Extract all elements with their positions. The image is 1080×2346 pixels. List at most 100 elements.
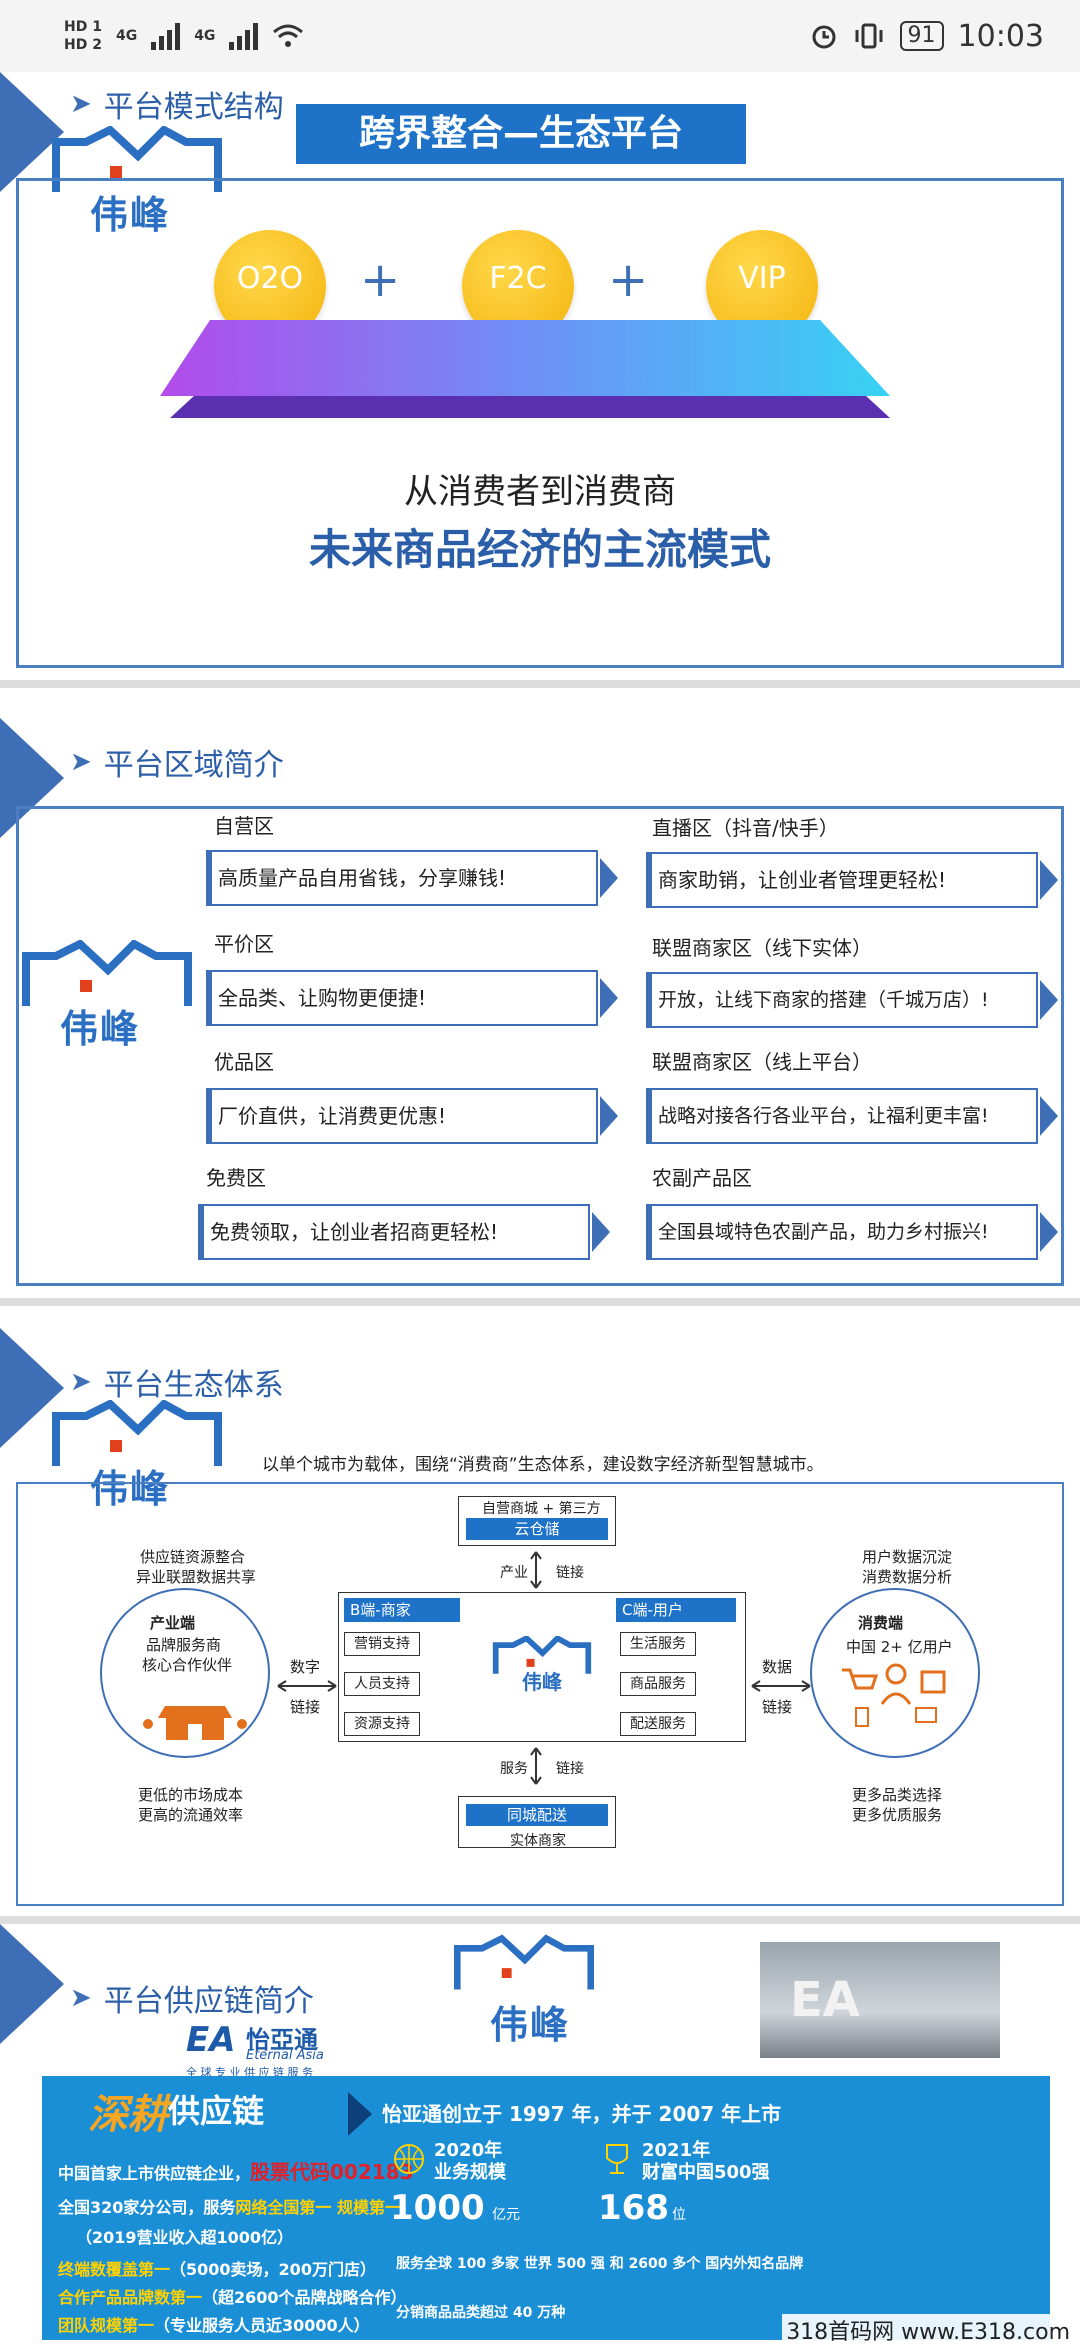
bullet-categories: 分销商品品类超过 40 万种 [396,2305,566,2321]
link-label: 链接 [556,1565,584,1581]
net2-label: 4G [194,28,216,44]
ring-line: 中国 2+ 亿用户 [846,1638,953,1656]
note: 更多品类选择 [852,1786,943,1804]
kpi1-label: 业务规模 [434,2162,506,2183]
note: 供应链资源整合 [140,1548,246,1566]
battery-icon: 91 [899,21,944,51]
content-frame [16,806,1064,1286]
signal-icon [151,22,181,50]
b-chip: 营销支持 [344,1632,420,1656]
kpi2-year: 2021年 [642,2140,711,2161]
arrow-right-icon: ➤ [70,747,92,777]
zone-arrow [600,1096,618,1136]
link-label: 数字 [290,1658,321,1676]
c-chip: 配送服务 [620,1712,696,1736]
line2b: 网络全国第一 规模第一 [235,2198,401,2217]
note: 更低的市场成本 [138,1786,244,1804]
trophy-icon [606,2144,628,2174]
line2a: 全国320家分公司，服务 [58,2198,236,2217]
arrow-right-icon: ➤ [70,1983,92,2013]
signal-icon-2 [229,22,259,50]
sim-indicators: HD 1 HD 2 [64,18,102,54]
stock-code: 股票代码002183 [250,2160,414,2184]
status-right: 91 10:03 [810,19,1044,54]
zone-box: 厂价直供，让消费更优惠! [206,1088,598,1144]
corner-triangle [0,718,64,838]
b-chip: 人员支持 [344,1672,420,1696]
ea-name: 怡亞通 [246,2026,318,2054]
zone-label: 优品区 [214,1050,274,1074]
weifeng-logo: 伟峰 [52,126,222,237]
box-head: 自营商城 + 第三方 [482,1501,601,1517]
logo-text: 伟峰 [490,2003,571,2047]
logo-text: 伟峰 [90,1467,171,1511]
banner: 跨界整合—生态平台 [296,104,746,164]
box-foot: 实体商家 [510,1833,566,1849]
line4b: （5000卖场，200万门店） [170,2260,376,2279]
ecosystem-intro: 以单个城市为载体，围绕“消费商”生态体系，建设数字经济新型智慧城市。 [262,1455,824,1475]
line6a: 团队规模第一 [58,2316,155,2335]
local-delivery-bar: 同城配送 [466,1804,608,1826]
zone-label: 免费区 [206,1166,266,1190]
note: 更高的流通效率 [138,1806,244,1824]
c-chip: 商品服务 [620,1672,696,1696]
line6b: （专业服务人员近30000人） [154,2316,370,2335]
clock: 10:03 [957,18,1044,54]
zone-box: 全品类、让购物更便捷! [206,970,598,1026]
line1a: 中国首家上市供应链企业， [58,2164,251,2183]
zone-box: 商家助销，让创业者管理更轻松! [646,852,1038,908]
zone-arrow [1040,860,1058,900]
zone-arrow [1040,1096,1058,1136]
link-label: 数据 [762,1658,793,1676]
zone-label: 直播区（抖音/快手） [652,816,839,840]
headline: 怡亚通创立于 1997 年，并于 2007 年上市 [382,2102,782,2126]
arrow-right-icon: ➤ [70,1367,92,1397]
watermark: 318首码网 www.E318.com [782,2314,1074,2346]
net1-label: 4G [115,28,138,44]
ea-slogan: 全 球 专 业 供 应 链 服 务 [186,2066,313,2079]
content-frame [16,1482,1064,1906]
center-logo-text: 伟峰 [522,1670,562,1694]
status-bar: HD 1 HD 2 4G 4G 91 10:03 [0,0,1080,72]
weifeng-logo: 伟峰 [454,1934,594,2047]
section-title: ➤ 平台区域简介 [70,740,284,784]
zone-label: 平价区 [214,932,274,956]
alarm-icon [812,25,836,49]
section-title-text: 平台区域简介 [103,748,284,783]
link-label: 产业 [500,1565,528,1581]
vibrate-icon [855,23,883,49]
zone-arrow [1040,1212,1058,1252]
ring-line: 核心合作伙伴 [142,1656,233,1674]
vertical-arrow-icon [530,1551,542,1589]
ring-title: 产业端 [150,1614,196,1632]
sim2-label: HD 2 [64,37,102,53]
slide-ecosystem: ➤平台生态体系 伟峰 以单个城市为载体，围绕“消费商”生态体系，建设数字经济新型… [0,1306,1080,1916]
line5b: （超2600个品牌战略合作） [202,2288,407,2307]
zone-arrow [1040,980,1058,1020]
slide-divider [0,1916,1080,1924]
zone-arrow [600,978,618,1018]
zone-arrow [592,1212,610,1252]
arrow-right-icon: ➤ [70,89,92,119]
line4a: 终端数覆盖第一 [58,2260,171,2279]
section-title-text: 平台供应链简介 [103,1984,314,2019]
line3: （2019营业收入超1000亿） [76,2228,294,2247]
kpi1-value: 1000 [390,2188,485,2228]
content-frame [16,178,1064,668]
ea-mark-icon: EA [186,2020,236,2060]
consumer-ring [810,1588,980,1758]
ea-en: Eternal Asia [246,2048,324,2063]
ring-line: 品牌服务商 [146,1636,222,1654]
note: 消费数据分析 [862,1568,953,1586]
caption-consumer: 从消费者到消费商 [404,472,676,512]
zone-label: 农副产品区 [652,1166,752,1190]
platform-slab-illustration [160,320,890,418]
c-end-head: C端-用户 [616,1598,736,1622]
brand-title: 供应链 [168,2092,265,2130]
link-label: 链接 [556,1761,584,1777]
section-title: ➤平台模式结构 [70,82,284,126]
slide-zones: ➤平台区域简介 伟峰 自营区 高质量产品自用省钱，分享赚钱! 平价区 全品类、让… [0,688,1080,1298]
plus-sign-2: + [608,252,649,308]
zone-box: 高质量产品自用省钱，分享赚钱! [206,850,598,906]
zone-label: 联盟商家区（线上平台） [652,1050,872,1074]
